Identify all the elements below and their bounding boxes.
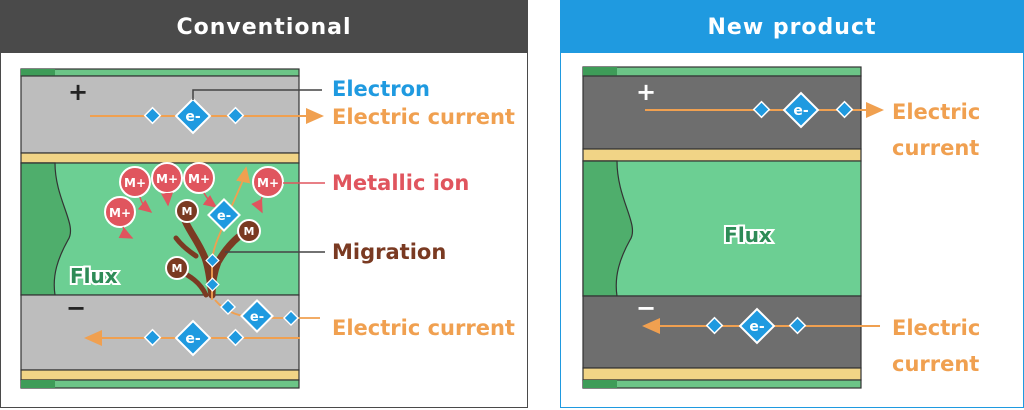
metallic-ion: M+ [151,162,183,194]
migration-dendrites: M M M [165,199,261,299]
electron-token-top-new: e- [782,91,820,129]
electron-diamond-small [282,309,300,327]
label-electric-current-top-new-2: current [892,136,979,160]
plus-sign-new: + [636,78,656,106]
svg-text:M+: M+ [257,176,279,190]
conventional-title: Conventional [1,1,527,53]
svg-text:M: M [244,225,255,238]
metallic-ion: M+ [104,196,136,228]
electron-diamond-small [226,106,245,125]
svg-text:M+: M+ [188,172,210,186]
electron-diamond-small [705,316,724,335]
svg-text:M+: M+ [156,172,178,186]
label-electric-current-top: Electric current [332,105,515,129]
label-migration: Migration [332,240,446,264]
svg-text:e-: e- [217,209,231,224]
electron-diamond-small [226,328,245,347]
electron-diamond-small [205,277,220,292]
svg-text:e-: e- [185,331,200,347]
electron-token-mid: e- [207,198,241,232]
metallic-ion: M+ [183,162,215,194]
svg-text:e-: e- [250,310,264,325]
new-product-title: New product [561,1,1023,53]
conventional-panel: Conventional [0,0,528,408]
metallic-ions: M+ M+ M+ M+ M+ [104,162,284,228]
electron-diamond-small [143,328,162,347]
label-electric-current-bottom-new-2: current [892,352,979,376]
electron-diamond-small [143,106,162,125]
label-metallic-ion: Metallic ion [332,171,469,195]
metal-atom: M [237,219,261,243]
electron-token-bottom-new: e- [738,307,776,345]
electron-token-top: e- [174,97,212,135]
minus-sign: − [66,294,86,322]
metallic-ion: M+ [119,166,151,198]
electron-token-bottom: e- [174,319,212,357]
bottom-electrode-new [582,295,862,369]
svg-text:e-: e- [749,319,764,335]
electron-diamond-small [835,100,854,119]
electron-diamond-small [219,298,237,316]
svg-text:M+: M+ [109,206,131,220]
electron-diamond-small [752,100,771,119]
label-electric-current-bottom: Electric current [332,316,515,340]
svg-text:M: M [182,205,193,218]
metallic-ion: M+ [252,166,284,198]
svg-text:M+: M+ [124,176,146,190]
new-product-panel: New product [560,0,1024,408]
top-electrode-new [582,75,862,150]
electron-diamond-small [205,253,220,268]
electron-token-lower-right: e- [240,299,274,333]
svg-text:M: M [172,262,183,275]
plus-sign: + [68,78,88,106]
new-product-structure [582,66,862,389]
label-electric-current-bottom-new-1: Electric [892,316,980,340]
metal-atom: M [165,256,189,280]
svg-text:e-: e- [793,103,808,119]
flux-label-new: Flux [724,223,772,247]
metal-atom: M [175,199,199,223]
electron-diamond-small [788,316,807,335]
minus-sign-new: − [636,294,656,322]
svg-text:e-: e- [185,109,200,125]
label-electron: Electron [332,77,430,101]
label-electric-current-top-new-1: Electric [892,100,980,124]
flux-label-conventional: Flux [70,264,118,288]
